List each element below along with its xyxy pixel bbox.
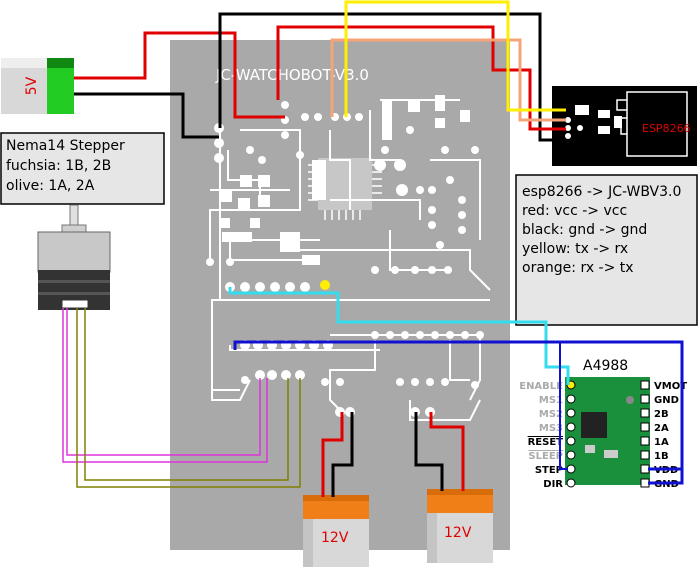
wire-olive-1: [76, 308, 301, 488]
board-title: JC-WATCHOBOT-V3.0: [215, 66, 369, 84]
wire-esp-red: [276, 25, 566, 131]
battery-12v-left: 12V: [303, 495, 369, 567]
wires: [74, 0, 684, 497]
driver-pin-ms3: MS3: [539, 423, 563, 434]
driver-pin-2b: 2B: [654, 409, 669, 420]
wire-12v-right-black: [414, 412, 444, 491]
wire-12v-left-black: [331, 412, 354, 497]
driver-left-pads: [566, 380, 576, 488]
wire-cyan: [228, 287, 570, 385]
wiring-note-line-4: yellow: tx -> rx: [522, 241, 628, 257]
driver-pin-reset: RESET: [528, 437, 564, 448]
wire-esp-yellow: [344, 0, 566, 117]
wire-esp-orange: [330, 38, 566, 122]
driver-pin-ms2: MS2: [539, 409, 563, 420]
driver-pin-2a: 2A: [654, 423, 669, 434]
stepper-note-line-2: fuchsia: 1B, 2B: [6, 158, 111, 174]
driver-pin-ms1: MS1: [539, 395, 563, 406]
driver-pin-step: STEP: [535, 465, 563, 476]
stepper-note-line-1: Nema14 Stepper: [6, 138, 125, 154]
wire-12v-left-red: [321, 412, 344, 497]
wiring-note: esp8266 -> JC-WBV3.0 red: vcc -> vcc bla…: [515, 174, 698, 326]
pcb-ic: [308, 158, 382, 220]
esp8266-module: ESP8266: [552, 86, 697, 166]
driver-pin-gnd-1: GND: [654, 395, 679, 406]
wiring-note-line-3: black: gnd -> gnd: [522, 222, 647, 238]
pcb-traces: [209, 99, 491, 421]
battery-5v-label: 5V: [24, 76, 40, 95]
wire-fuchsia-1: [62, 308, 268, 463]
driver-pin-vmot: VMOT: [654, 381, 687, 392]
a4988-driver: A4988 ENABLE MS1 MS2 MS3 RESET SLEEP STE…: [519, 358, 687, 490]
wire-blue: [233, 340, 684, 485]
stepper-note-line-3: olive: 1A, 2A: [6, 178, 95, 194]
header-row-top: [225, 280, 330, 292]
wire-esp-black: [218, 12, 566, 142]
driver-right-pads: [640, 380, 650, 488]
battery-5v: 5V: [1, 58, 74, 114]
driver-title: A4988: [583, 358, 628, 374]
driver-pin-dir: DIR: [543, 479, 563, 490]
wire-12v-right-red: [429, 412, 465, 491]
wire-5v-red: [74, 31, 285, 119]
wire-fuchsia-2: [66, 308, 261, 456]
driver-pin-1a: 1A: [654, 437, 669, 448]
wiring-note-line-2: red: vcc -> vcc: [522, 203, 627, 219]
stepper-motor: [37, 204, 111, 310]
wire-5v-black: [74, 92, 219, 139]
stepper-wires: [62, 308, 301, 488]
esp8266-label: ESP8266: [642, 122, 691, 135]
battery-12v-right: 12V: [427, 489, 493, 563]
driver-pin-enable: ENABLE: [519, 381, 563, 392]
stepper-note: Nema14 Stepper fuchsia: 1B, 2B olive: 1A…: [0, 132, 165, 205]
battery-12v-right-label: 12V: [444, 525, 472, 541]
battery-12v-left-label: 12V: [321, 530, 349, 546]
driver-pin-1b: 1B: [654, 451, 669, 462]
wiring-note-line-1: esp8266 -> JC-WBV3.0: [522, 184, 681, 200]
driver-pin-sleep: SLEEP: [528, 451, 563, 462]
wire-olive-2: [84, 308, 289, 481]
wiring-note-line-5: orange: rx -> tx: [522, 260, 634, 276]
wire-blue-step: [559, 342, 568, 470]
pcb-pads: [206, 95, 484, 417]
